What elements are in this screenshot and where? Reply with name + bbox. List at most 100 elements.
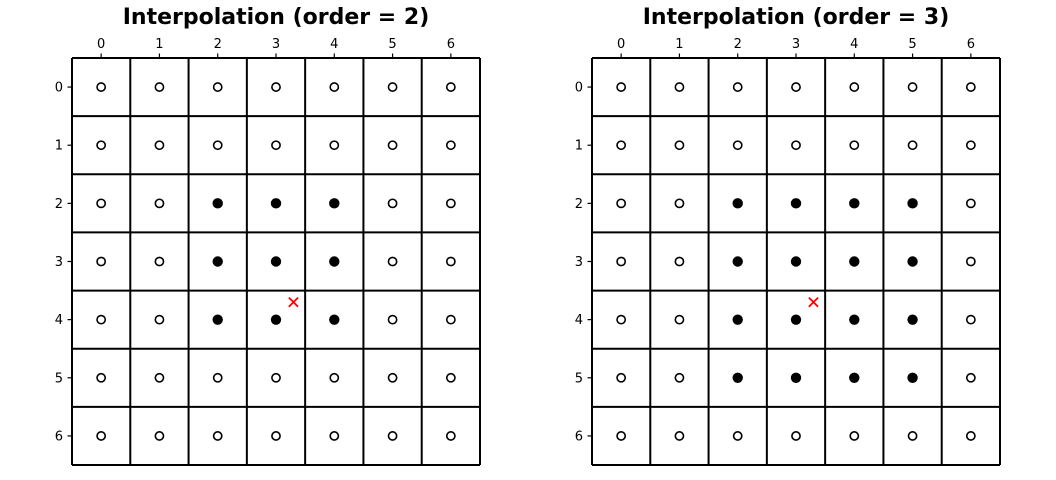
filled-point: [907, 256, 918, 267]
open-point: [387, 140, 398, 151]
open-point: [674, 314, 685, 325]
x-tick-label: 0: [617, 37, 625, 52]
open-point: [965, 372, 976, 383]
open-point: [154, 314, 165, 325]
open-point: [329, 372, 340, 383]
open-point: [965, 140, 976, 151]
open-point: [616, 256, 627, 267]
filled-point: [732, 198, 743, 209]
filled-point: [732, 256, 743, 267]
filled-point: [849, 372, 860, 383]
query-x-marker: [808, 296, 819, 308]
filled-point: [732, 372, 743, 383]
open-point: [387, 314, 398, 325]
x-tick-label: 4: [850, 37, 858, 52]
open-point: [96, 314, 107, 325]
filled-point: [790, 372, 802, 383]
open-point: [96, 431, 107, 441]
open-point: [387, 372, 398, 383]
open-point: [445, 140, 456, 151]
open-point: [849, 431, 860, 441]
filled-point: [329, 256, 340, 267]
open-point: [907, 82, 918, 92]
x-tick-label: 5: [388, 37, 396, 52]
open-point: [445, 314, 456, 325]
open-point: [271, 140, 281, 151]
x-tick-label: 0: [97, 37, 105, 52]
open-point: [387, 256, 398, 267]
open-point: [212, 140, 223, 151]
open-point: [732, 82, 743, 92]
open-point: [387, 198, 398, 209]
open-point: [271, 431, 281, 441]
open-point: [791, 431, 801, 441]
open-point: [387, 431, 398, 441]
open-point: [212, 82, 223, 92]
x-tick-label: 1: [155, 37, 163, 52]
y-tick-label: 3: [55, 255, 63, 270]
open-point: [212, 372, 223, 383]
open-point: [674, 198, 685, 209]
open-point: [965, 198, 976, 209]
filled-point: [907, 314, 918, 325]
y-tick-label: 0: [575, 81, 583, 96]
open-point: [329, 431, 340, 441]
open-point: [965, 256, 976, 267]
filled-point: [849, 314, 860, 325]
open-point: [154, 372, 165, 383]
open-point: [732, 140, 743, 151]
filled-point: [270, 198, 282, 209]
open-point: [154, 82, 165, 92]
open-point: [271, 372, 281, 383]
open-point: [674, 431, 685, 441]
open-point: [154, 256, 165, 267]
y-tick-label: 6: [55, 429, 63, 444]
open-point: [616, 198, 627, 209]
y-tick-label: 3: [575, 255, 583, 270]
open-point: [96, 198, 107, 209]
open-point: [616, 431, 627, 441]
y-tick-label: 2: [55, 197, 63, 212]
open-point: [445, 82, 456, 92]
open-point: [212, 431, 223, 441]
y-tick-label: 2: [575, 197, 583, 212]
x-tick-label: 3: [272, 37, 280, 52]
x-tick-label: 5: [908, 37, 916, 52]
y-tick-label: 0: [55, 81, 63, 96]
filled-point: [329, 314, 340, 325]
x-tick-label: 1: [675, 37, 683, 52]
x-tick-label: 3: [792, 37, 800, 52]
filled-point: [849, 198, 860, 209]
y-tick-label: 4: [55, 313, 63, 328]
open-point: [154, 431, 165, 441]
query-x-marker: [288, 296, 299, 308]
filled-point: [790, 198, 802, 209]
open-point: [674, 372, 685, 383]
y-tick-label: 4: [575, 313, 583, 328]
open-point: [674, 256, 685, 267]
open-point: [96, 372, 107, 383]
open-point: [616, 372, 627, 383]
filled-point: [329, 198, 340, 209]
open-point: [616, 82, 627, 92]
open-point: [907, 140, 918, 151]
filled-point: [790, 256, 802, 267]
open-point: [271, 82, 281, 92]
x-tick-label: 2: [734, 37, 742, 52]
open-point: [154, 140, 165, 151]
x-tick-label: 4: [330, 37, 338, 52]
y-tick-label: 5: [575, 371, 583, 386]
y-tick-label: 5: [55, 371, 63, 386]
filled-point: [732, 314, 743, 325]
y-tick-label: 1: [55, 139, 63, 154]
open-point: [96, 82, 107, 92]
y-tick-label: 1: [575, 139, 583, 154]
filled-point: [270, 256, 282, 267]
open-point: [616, 140, 627, 151]
open-point: [965, 431, 976, 441]
open-point: [96, 140, 107, 151]
